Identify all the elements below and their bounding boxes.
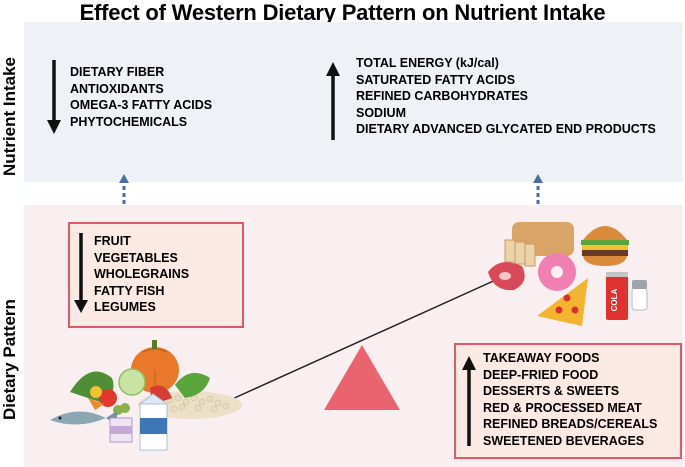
list-item: ANTIOXIDANTS <box>70 81 164 96</box>
list-item: PHYTOCHEMICALS <box>70 114 188 129</box>
list-item: FRUIT <box>94 234 131 248</box>
list-item: FATTY FISH <box>94 283 165 298</box>
healthy-food-illustration <box>50 340 242 451</box>
list-item: REFINED CARBOHYDRATES <box>356 89 528 103</box>
list-item: DESSERTS & SWEETS <box>483 384 620 398</box>
cola-can-label: COLA <box>610 288 619 311</box>
list-item: REFINED BREADS/CEREALS <box>483 417 658 431</box>
list-item: DIETARY ADVANCED GLYCATED END PRODUCTS <box>356 122 656 136</box>
healthy-foods-list: FRUIT VEGETABLES WHOLEGRAINS FATTY FISH … <box>94 233 189 316</box>
dotted-up-arrow-icon <box>533 174 543 204</box>
page-title: Effect of Western Dietary Pattern on Nut… <box>79 0 606 25</box>
nutrient-intake-panel <box>24 22 683 182</box>
dotted-up-arrow-icon <box>119 174 129 204</box>
increased-nutrients-list: TOTAL ENERGY (kJ/cal) SATURATED FATTY AC… <box>356 55 656 138</box>
list-item: VEGETABLES <box>94 250 178 265</box>
list-item: TOTAL ENERGY (kJ/cal) <box>356 56 499 70</box>
list-item: OMEGA-3 FATTY ACIDS <box>70 98 213 112</box>
junk-food-illustration: COLA <box>488 222 648 326</box>
western-foods-list: TAKEAWAY FOODS DEEP-FRIED FOOD DESSERTS … <box>483 350 657 449</box>
up-arrow-icon <box>326 62 340 140</box>
up-arrow-icon <box>462 356 476 446</box>
list-item: SODIUM <box>356 105 406 120</box>
list-item: SATURATED FATTY ACIDS <box>356 72 516 87</box>
down-arrow-icon <box>47 60 61 134</box>
list-item: DIETARY FIBER <box>70 65 165 79</box>
list-item: LEGUMES <box>94 300 156 314</box>
seesaw-fulcrum-icon <box>229 277 501 410</box>
decreased-nutrients-list: DIETARY FIBER ANTIOXIDANTS OMEGA-3 FATTY… <box>70 64 212 130</box>
list-item: SWEETENED BEVERAGES <box>483 433 645 448</box>
healthy-foods-box <box>68 222 244 328</box>
down-arrow-icon <box>74 233 88 313</box>
western-foods-box <box>454 343 682 459</box>
list-item: TAKEAWAY FOODS <box>483 351 600 365</box>
list-item: WHOLEGRAINS <box>94 267 190 281</box>
list-item: DEEP-FRIED FOOD <box>483 367 599 382</box>
list-item: RED & PROCESSED MEAT <box>483 400 642 415</box>
